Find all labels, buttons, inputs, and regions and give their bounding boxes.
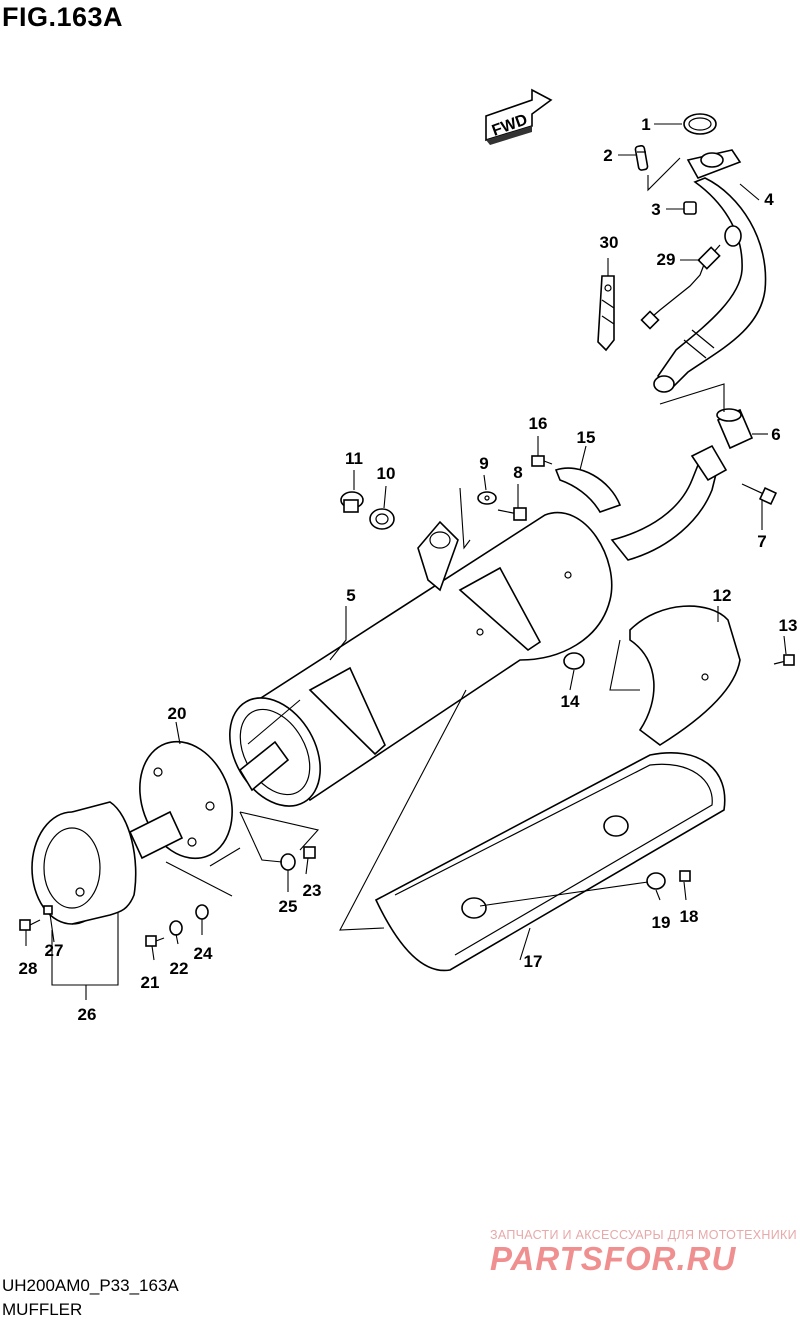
stud-part [634,144,649,171]
callout-19: 19 [652,913,671,932]
callout-21: 21 [141,973,160,992]
callout-5: 5 [346,586,355,605]
callout-7: 7 [757,532,766,551]
figure-title: FIG.163A [2,2,124,32]
washer-24-part [195,904,209,920]
figure-caption: MUFFLER [2,1300,83,1319]
fastener-28-part [19,919,41,931]
grommet-10-part [369,508,395,530]
bolt-18-part [679,870,691,882]
callout-18: 18 [680,907,699,926]
long-heat-shield-17-part [374,752,726,972]
callout-6: 6 [771,425,780,444]
fwd-arrow-icon: FWD [485,88,553,145]
callout-11: 11 [345,449,363,468]
callout-28: 28 [19,959,38,978]
callout-20: 20 [168,704,187,723]
watermark-tagline: ЗАПЧАСТИ И АКСЕССУАРЫ ДЛЯ МОТОТЕХНИКИ [490,1228,797,1242]
figure-code: UH200AM0_P33_163A [2,1276,179,1295]
callout-30: 30 [600,233,619,252]
callout-29: 29 [657,250,676,269]
callout-4: 4 [764,190,774,209]
leader-lines [25,123,787,1000]
bolt-8-part [497,507,527,521]
washer-25-part [280,853,296,871]
fastener-27-part [43,905,53,915]
callout-22: 22 [170,959,189,978]
bolt-13-part [773,654,795,666]
small-heat-shield-part [554,467,622,513]
watermark-brand: PARTSFOR.RU [490,1240,737,1277]
callout-17: 17 [524,952,543,971]
callout-12: 12 [713,586,732,605]
heat-cover-12-part [629,605,741,746]
collar-11-part [340,491,364,513]
nut-23-part [303,846,316,859]
exhaust-pipe-part [653,149,767,393]
callout-25: 25 [279,897,298,916]
callout-16: 16 [529,414,548,433]
callout-10: 10 [377,464,396,483]
callout-3: 3 [651,200,660,219]
callout-23: 23 [303,881,322,900]
bracket-part [597,275,615,352]
callout-9: 9 [479,454,488,473]
callout-2: 2 [603,146,612,165]
callout-15: 15 [577,428,596,447]
callout-8: 8 [513,463,522,482]
callout-1: 1 [641,115,650,134]
bolt-16-part [531,455,553,467]
callout-26: 26 [78,1005,97,1024]
cap-14-part [563,652,585,670]
washer-9-part [477,491,497,505]
callout-24: 24 [194,944,213,963]
end-plate-20-part [128,740,233,860]
grommet-19-part [646,872,666,890]
washer-22-part [169,920,183,936]
muffler-inlet-pipe [610,444,728,561]
fastener-21-part [145,935,165,947]
muffler-body-part [229,512,613,807]
callout-27: 27 [45,941,64,960]
pipe-gasket-part [716,408,754,450]
callout-numbers: 1 2 3 4 5 6 7 8 9 10 11 12 13 14 15 16 1… [19,115,798,1024]
callout-13: 13 [779,616,798,635]
callout-14: 14 [561,692,580,711]
tail-cover-26-part [31,801,137,925]
nut-part [683,201,697,215]
bolt-part [741,483,778,506]
gasket-ring-part [683,113,717,135]
oxygen-sensor-part [640,244,721,330]
